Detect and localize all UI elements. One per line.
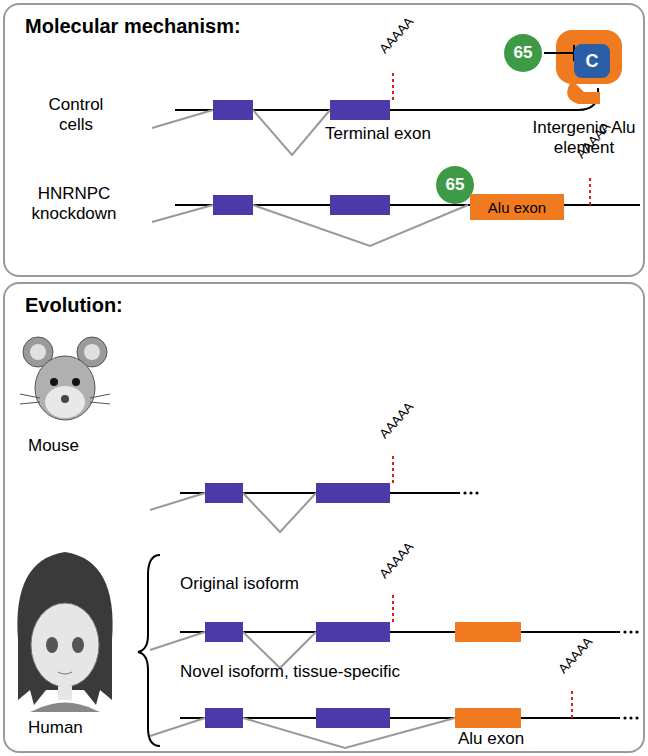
inhibition-arrow [544, 45, 574, 61]
exon [205, 100, 390, 728]
splice-line [150, 493, 205, 510]
node-text: Alu exon [488, 199, 546, 216]
alu-exon: Alu exon [470, 194, 564, 220]
panel: Evolution: [3, 282, 645, 753]
protein-circle: 65 [436, 166, 474, 204]
exon-label: Alu exon [456, 729, 526, 749]
splice-line [152, 110, 213, 128]
protein-box: C [574, 44, 610, 78]
human-figure [17, 552, 112, 712]
polya-site [571, 690, 573, 718]
isoform-label: Novel isoform, tissue-specific [180, 662, 480, 682]
node-text: 65 [446, 175, 465, 195]
node-text: C [586, 51, 599, 72]
polya-tail: AAAAA [556, 635, 596, 677]
polya-site [392, 70, 394, 100]
exon-label: Terminal exon [318, 124, 438, 144]
species-label: Mouse [28, 436, 108, 456]
ellipsis [463, 491, 638, 719]
polya-site [392, 595, 394, 622]
row-label: HNRNPC knockdown [14, 184, 134, 223]
protein-circle: 65 [504, 34, 542, 72]
splice-line [150, 632, 205, 650]
polya-site [589, 175, 591, 205]
polya-tail: AAAAA [377, 400, 417, 442]
node-text: 65 [514, 43, 533, 63]
brace [138, 555, 160, 746]
panel-title: Evolution: [25, 294, 123, 317]
panel: Molecular mechanism: 65 C 65Alu exon [3, 3, 645, 277]
panel-title: Molecular mechanism: [25, 15, 241, 38]
splice-line [253, 110, 330, 155]
polya-tail: AAAAA [377, 15, 417, 57]
isoform-label: Original isoform [180, 574, 380, 594]
row-label: Control cells [30, 95, 122, 134]
polya-site [392, 455, 394, 483]
splice-line [152, 205, 213, 222]
gene-line [180, 631, 620, 633]
polya-tail: AAAAA [377, 540, 417, 582]
splice-line [243, 493, 316, 532]
species-label: Human [28, 718, 108, 738]
splice-line [150, 718, 205, 736]
mouse-figure [20, 337, 110, 420]
